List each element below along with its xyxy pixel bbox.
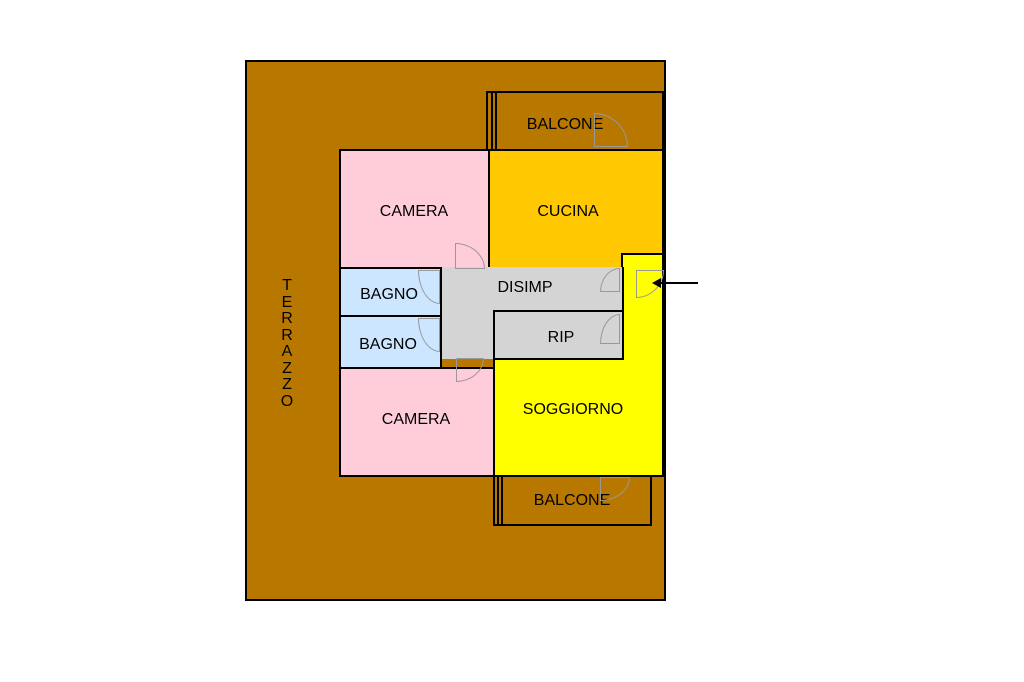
balcone-bottom-rail (497, 475, 503, 526)
rip (493, 310, 624, 360)
disimp (438, 267, 624, 312)
balcone-bottom (493, 475, 652, 526)
cucina-label: CUCINA (537, 203, 599, 220)
camera-bottom-label: CAMERA (381, 411, 451, 428)
terrazzo-label: TERRAZZO (280, 277, 294, 410)
balcone-bottom-label: BALCONE (533, 492, 611, 509)
entrance-arrow-icon (652, 276, 700, 295)
cucina (488, 149, 664, 270)
bagno-1-label: BAGNO (360, 286, 418, 303)
soggiorno (493, 356, 664, 477)
balcone-top-label: BALCONE (526, 116, 604, 133)
balcone-top (486, 91, 664, 151)
soggiorno-fill (623, 300, 662, 360)
camera-bottom (339, 367, 495, 477)
bagno-2-label: BAGNO (359, 336, 417, 353)
balcone-top-rail (491, 91, 497, 151)
disimp-label: DISIMP (497, 279, 553, 296)
soggiorno-label: SOGGIORNO (522, 401, 624, 418)
camera-top-label: CAMERA (379, 203, 449, 220)
disimp-lower (440, 308, 494, 359)
rip-label: RIP (547, 329, 575, 346)
